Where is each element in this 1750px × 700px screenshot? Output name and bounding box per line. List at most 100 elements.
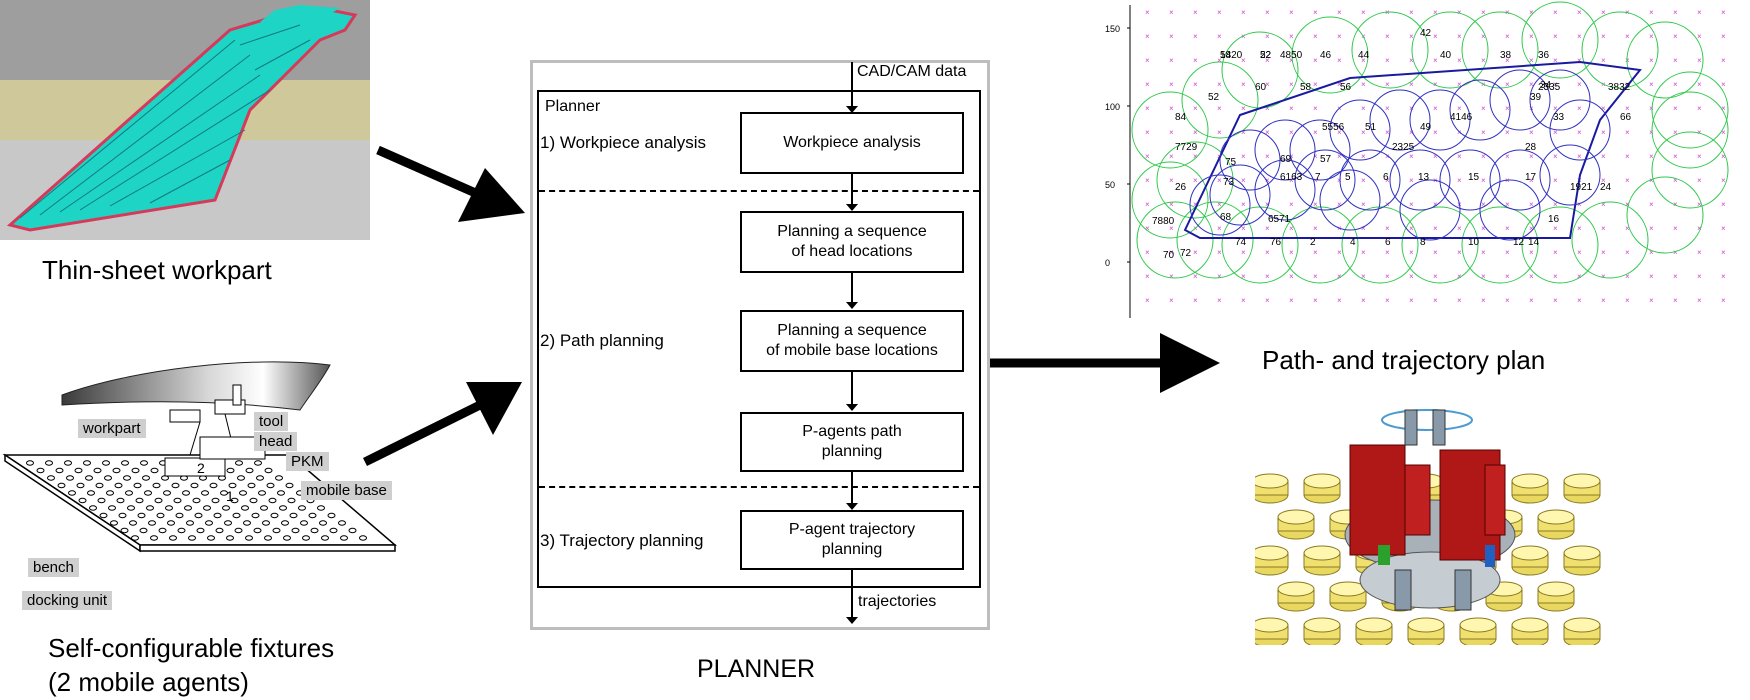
svg-text:×: × [1553, 272, 1558, 281]
svg-text:×: × [1697, 272, 1702, 281]
svg-text:×: × [1649, 80, 1654, 89]
svg-text:×: × [1697, 176, 1702, 185]
svg-text:×: × [1673, 248, 1678, 257]
svg-text:×: × [1721, 8, 1726, 17]
svg-text:×: × [1337, 296, 1342, 305]
svg-text:×: × [1193, 56, 1198, 65]
plot-point-label: 74 [1235, 237, 1247, 248]
svg-text:×: × [1409, 248, 1414, 257]
svg-text:×: × [1409, 32, 1414, 41]
svg-text:×: × [1721, 128, 1726, 137]
plot-point-label: 1921 [1570, 182, 1593, 193]
svg-text:×: × [1217, 248, 1222, 257]
planner-inner-frame [537, 90, 981, 588]
svg-text:×: × [1217, 200, 1222, 209]
svg-text:×: × [1505, 248, 1510, 257]
svg-text:×: × [1625, 104, 1630, 113]
svg-text:×: × [1553, 296, 1558, 305]
svg-text:×: × [1313, 176, 1318, 185]
plot-point-label: 70 [1163, 250, 1175, 261]
svg-text:×: × [1529, 56, 1534, 65]
box-trajectory-line2: planning [821, 541, 883, 558]
svg-text:×: × [1169, 152, 1174, 161]
workpart-tag: workpart [78, 419, 146, 438]
svg-text:×: × [1193, 248, 1198, 257]
svg-text:×: × [1721, 32, 1726, 41]
svg-text:×: × [1433, 248, 1438, 257]
svg-text:×: × [1577, 224, 1582, 233]
plot-point-label: 51 [1365, 122, 1377, 133]
svg-text:×: × [1649, 272, 1654, 281]
path-plan-caption: Path- and trajectory plan [1262, 345, 1546, 375]
thin-sheet-workpart-image [0, 0, 370, 240]
svg-text:×: × [1361, 248, 1366, 257]
svg-text:×: × [1601, 152, 1606, 161]
svg-text:×: × [1577, 296, 1582, 305]
plot-point-label: 2 [1310, 237, 1316, 248]
svg-text:×: × [1217, 224, 1222, 233]
svg-text:×: × [1289, 128, 1294, 137]
plot-point-label: 24 [1600, 182, 1612, 193]
svg-text:×: × [1601, 56, 1606, 65]
stage-label-3: 3) Trajectory planning [540, 531, 704, 550]
svg-text:×: × [1313, 80, 1318, 89]
svg-text:×: × [1145, 200, 1150, 209]
svg-text:×: × [1193, 104, 1198, 113]
svg-text:×: × [1313, 224, 1318, 233]
flow-line-4 [851, 472, 853, 505]
fixtures-diagram [0, 355, 410, 615]
thin-sheet-caption: Thin-sheet workpart [42, 255, 272, 285]
svg-text:×: × [1145, 248, 1150, 257]
svg-text:×: × [1169, 296, 1174, 305]
svg-text:×: × [1409, 8, 1414, 17]
svg-text:×: × [1721, 272, 1726, 281]
svg-text:×: × [1241, 176, 1246, 185]
svg-text:×: × [1577, 80, 1582, 89]
svg-text:×: × [1577, 104, 1582, 113]
plot-point-label: 15 [1468, 172, 1480, 183]
plot-point-label: 26 [1175, 182, 1187, 193]
svg-text:×: × [1169, 32, 1174, 41]
svg-text:×: × [1505, 152, 1510, 161]
svg-text:×: × [1601, 104, 1606, 113]
box-trajectory-line1: P-agent trajectory [788, 521, 916, 538]
svg-text:×: × [1529, 248, 1534, 257]
svg-text:×: × [1193, 128, 1198, 137]
svg-text:×: × [1601, 248, 1606, 257]
svg-text:×: × [1433, 56, 1438, 65]
svg-text:×: × [1241, 200, 1246, 209]
svg-text:×: × [1601, 224, 1606, 233]
plot-ytick-label: 0 [1105, 258, 1110, 268]
svg-text:×: × [1361, 8, 1366, 17]
svg-text:×: × [1289, 224, 1294, 233]
plot-point-label: 22 [1260, 50, 1272, 61]
svg-text:×: × [1169, 56, 1174, 65]
plot-point-label: 2335 [1538, 82, 1561, 93]
svg-text:×: × [1265, 248, 1270, 257]
svg-text:×: × [1289, 200, 1294, 209]
tool-tag: tool [254, 412, 289, 431]
svg-text:×: × [1649, 176, 1654, 185]
svg-text:×: × [1505, 80, 1510, 89]
svg-text:×: × [1385, 80, 1390, 89]
svg-text:×: × [1481, 8, 1486, 17]
svg-text:×: × [1289, 272, 1294, 281]
svg-text:×: × [1193, 32, 1198, 41]
svg-text:×: × [1385, 104, 1390, 113]
svg-text:×: × [1601, 128, 1606, 137]
svg-text:×: × [1481, 128, 1486, 137]
svg-text:×: × [1625, 32, 1630, 41]
svg-text:×: × [1721, 80, 1726, 89]
svg-text:×: × [1241, 80, 1246, 89]
stage-divider-1 [539, 190, 979, 192]
svg-text:×: × [1313, 296, 1318, 305]
svg-text:×: × [1193, 8, 1198, 17]
box-workpiece-analysis: Workpiece analysis [740, 112, 964, 174]
svg-text:×: × [1673, 224, 1678, 233]
svg-text:×: × [1241, 56, 1246, 65]
svg-text:×: × [1361, 200, 1366, 209]
plot-point-label: 7729 [1175, 142, 1198, 153]
plot-point-label: 40 [1440, 50, 1452, 61]
svg-text:×: × [1673, 104, 1678, 113]
plot-point-label: 6163 [1280, 172, 1303, 183]
